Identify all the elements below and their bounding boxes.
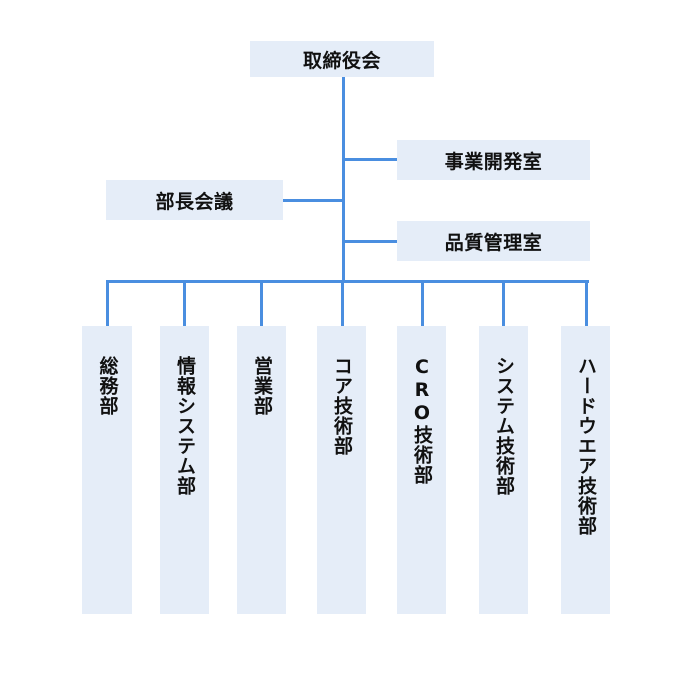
node-label: システム技術部 (493, 356, 515, 496)
connector-jigyo (342, 158, 397, 161)
node-department: 営業部 (237, 326, 286, 614)
node-quality-control: 品質管理室 (397, 221, 590, 261)
node-managers-meeting: 部長会議 (106, 180, 283, 220)
node-label: CRO技術部 (411, 356, 433, 485)
drop-line (341, 280, 344, 326)
node-label: 総務部 (96, 356, 119, 416)
node-department: 総務部 (82, 326, 132, 614)
drop-line (260, 280, 263, 326)
connector-bucho (283, 199, 343, 202)
node-label: 部長会議 (155, 190, 234, 213)
node-board: 取締役会 (250, 41, 434, 77)
trunk-line (342, 77, 345, 283)
drop-line (106, 280, 109, 326)
drop-line (502, 280, 505, 326)
node-label: 取締役会 (302, 49, 381, 72)
department-bus-line (106, 280, 589, 283)
drop-line (183, 280, 186, 326)
node-label: 営業部 (251, 356, 273, 416)
node-business-dev: 事業開発室 (397, 140, 590, 180)
node-department: コア技術部 (317, 326, 366, 614)
node-department: システム技術部 (479, 326, 528, 614)
node-label: コア技術部 (331, 356, 353, 456)
node-department: 情報システム部 (160, 326, 209, 614)
node-department: CRO技術部 (397, 326, 446, 614)
drop-line (585, 280, 588, 326)
node-label: 事業開発室 (444, 150, 543, 173)
drop-line (421, 280, 424, 326)
node-department: ハードウエア技術部 (561, 326, 610, 614)
connector-hin (342, 240, 397, 243)
node-label: 情報システム部 (174, 356, 196, 496)
node-label: 品質管理室 (444, 231, 543, 254)
node-label: ハードウエア技術部 (575, 356, 597, 536)
